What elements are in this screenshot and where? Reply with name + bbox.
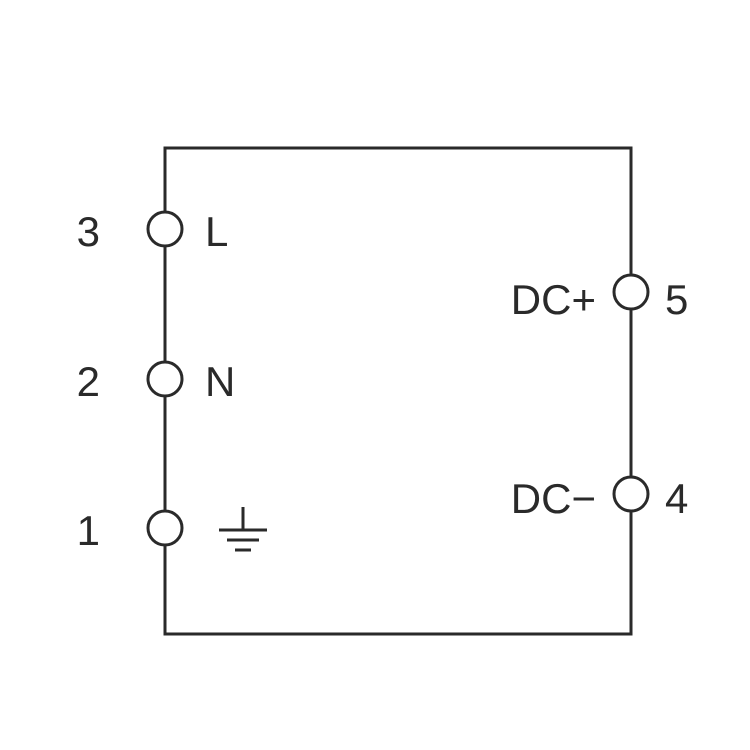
- terminal-3-connector: [146, 210, 184, 248]
- terminal-4-label: DC−: [511, 475, 596, 522]
- terminal-2-label: N: [205, 358, 235, 405]
- terminal-3: 3 L: [77, 208, 229, 255]
- terminal-5-number: 5: [665, 276, 688, 323]
- terminal-4-connector: [612, 475, 650, 513]
- terminal-1-connector: [146, 509, 184, 547]
- terminal-2-number: 2: [77, 358, 100, 405]
- terminal-3-label: L: [205, 208, 228, 255]
- terminal-4: DC− 4: [511, 475, 689, 522]
- terminal-4-number: 4: [665, 475, 688, 522]
- terminal-5-connector: [612, 273, 650, 311]
- ground-icon: [219, 507, 267, 552]
- terminal-2-connector: [146, 360, 184, 398]
- terminal-2: 2 N: [77, 358, 236, 405]
- terminal-1: 1: [77, 507, 267, 554]
- terminal-1-number: 1: [77, 507, 100, 554]
- terminal-5: DC+ 5: [511, 273, 688, 323]
- terminal-3-number: 3: [77, 208, 100, 255]
- terminal-5-label: DC+: [511, 276, 596, 323]
